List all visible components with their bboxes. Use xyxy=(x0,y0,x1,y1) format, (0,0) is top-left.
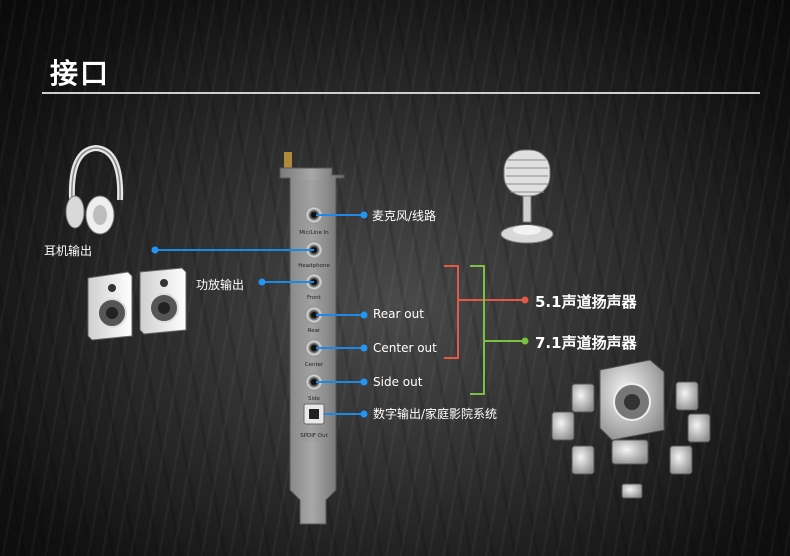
label-headphone-out: 耳机输出 xyxy=(44,244,93,258)
port-caption-side: Side xyxy=(308,396,321,402)
label-51-speakers: 5.1声道扬声器 xyxy=(535,293,637,311)
dot-side xyxy=(360,378,368,386)
port-caption-rear: Rear xyxy=(308,328,321,334)
jack-rear xyxy=(305,306,323,324)
bookshelf-speakers-icon xyxy=(87,267,187,341)
dot-rear xyxy=(360,311,368,319)
label-center-out: Center out xyxy=(373,341,437,355)
surround-speakers-icon xyxy=(551,359,711,499)
headphones-icon xyxy=(65,144,124,235)
dot-center xyxy=(360,344,368,352)
port-caption-mic: Mic/Line In xyxy=(299,230,329,236)
jack-mic-line-in xyxy=(305,206,323,224)
bracket-71 xyxy=(470,265,524,395)
jack-center xyxy=(305,339,323,357)
label-digital-out: 数字输出/家庭影院系统 xyxy=(373,407,498,421)
port-caption-front: Front xyxy=(307,295,322,301)
jack-spdif-optical xyxy=(303,403,325,425)
bracket-51 xyxy=(444,265,524,359)
label-mic-line: 麦克风/线路 xyxy=(372,209,437,223)
dot-71 xyxy=(521,337,529,345)
dot-headphone xyxy=(151,246,159,254)
port-caption-center: Center xyxy=(305,362,324,368)
microphone-icon xyxy=(500,149,554,244)
port-caption-headphone: Headphone xyxy=(298,263,330,269)
label-71-speakers: 7.1声道扬声器 xyxy=(535,334,637,352)
dot-51 xyxy=(521,296,529,304)
label-amp-out: 功放输出 xyxy=(196,278,245,292)
label-side-out: Side out xyxy=(373,375,423,389)
title-divider xyxy=(42,92,760,94)
connector-lines xyxy=(151,211,368,418)
dot-spdif xyxy=(360,410,368,418)
jack-side xyxy=(305,373,323,391)
dot-front xyxy=(258,278,266,286)
dot-mic xyxy=(360,211,368,219)
port-caption-spdif: SPDIF Out xyxy=(300,433,328,439)
page-title: 接口 xyxy=(50,57,111,90)
label-rear-out: Rear out xyxy=(373,307,424,321)
